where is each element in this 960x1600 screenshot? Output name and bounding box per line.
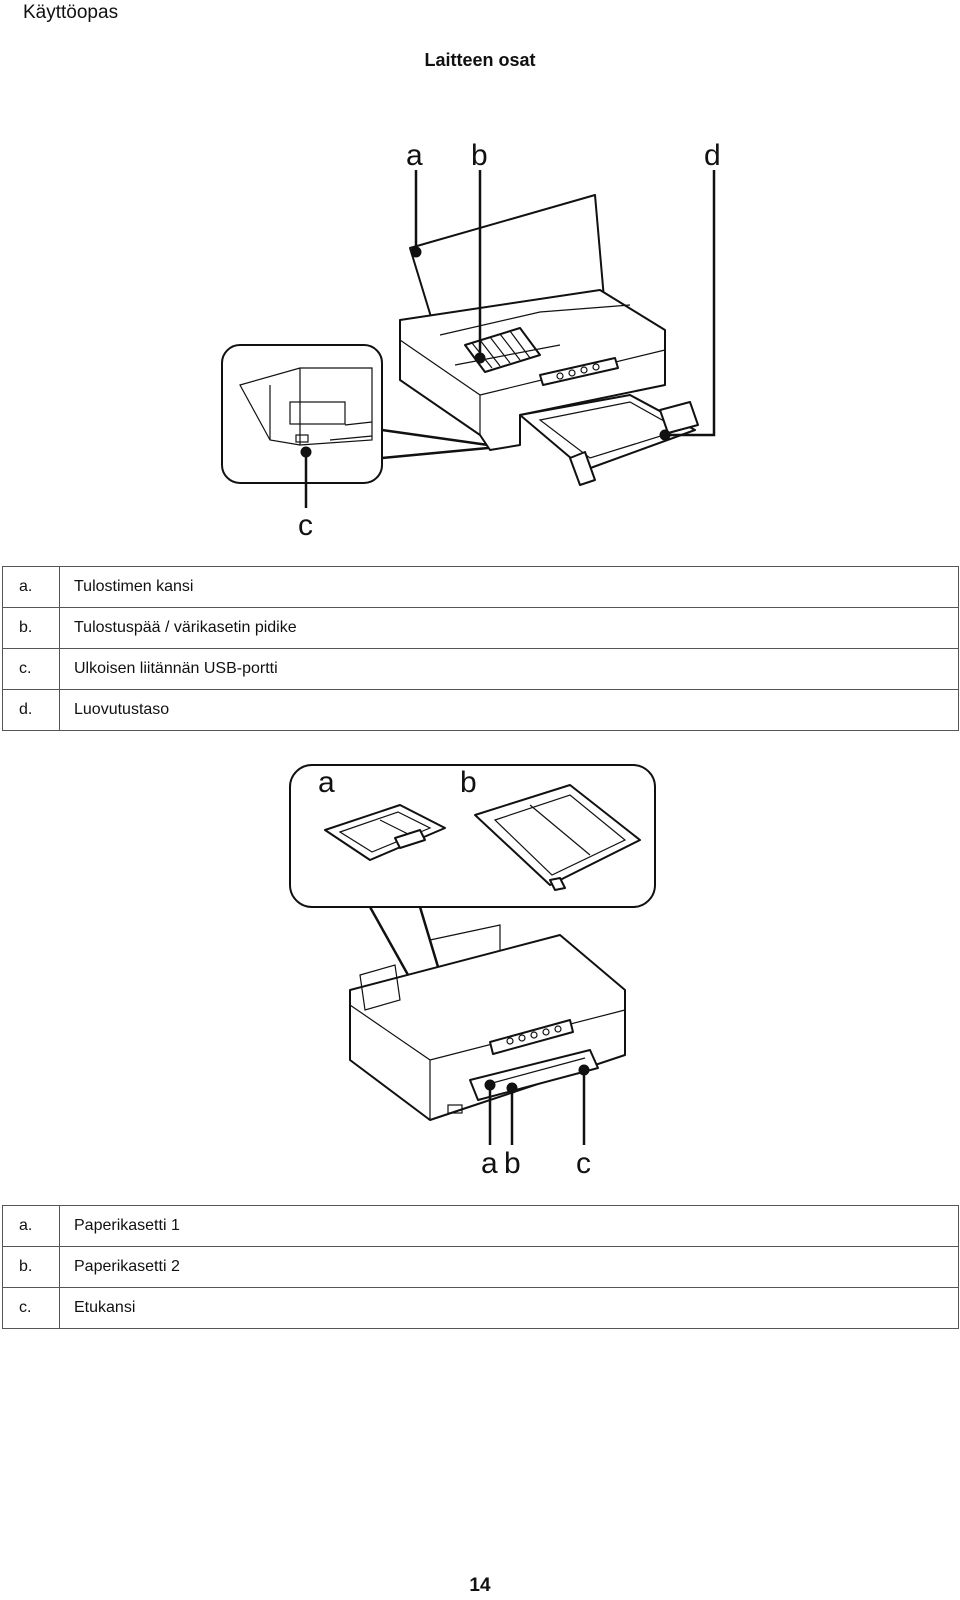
legend-text: Ulkoisen liitännän USB-portti xyxy=(59,648,959,690)
legend-text: Paperikasetti 2 xyxy=(59,1246,959,1288)
section-title: Laitteen osat xyxy=(424,50,536,70)
legend-key: d. xyxy=(2,689,60,731)
printer-body xyxy=(399,289,666,451)
front-cover-illustration xyxy=(469,1049,599,1101)
leader-d xyxy=(665,170,716,437)
legend-key: a. xyxy=(2,1205,60,1247)
legend-text: Luovutustaso xyxy=(59,689,959,731)
callout-b: b xyxy=(471,139,488,172)
legend-key: c. xyxy=(2,1287,60,1329)
usb-inset-frame xyxy=(221,344,383,484)
table-row: b. Paperikasetti 2 xyxy=(2,1246,959,1288)
legend-text: Etukansi xyxy=(59,1287,959,1329)
cassette-2-illustration xyxy=(474,784,641,886)
legend-text: Paperikasetti 1 xyxy=(59,1205,959,1247)
document-title: Käyttöopas xyxy=(23,2,119,23)
legend-text: Tulostuspää / värikasetin pidike xyxy=(59,607,959,649)
printer-parts-figure: a b c d xyxy=(0,140,960,550)
paper-cassette-figure: a b a b c xyxy=(0,760,960,1190)
cassette-1-illustration xyxy=(324,804,446,861)
legend-key: a. xyxy=(2,566,60,608)
parts-legend-table-1: a. Tulostimen kansi b. Tulostuspää / vär… xyxy=(2,566,959,731)
callout-b-2: b xyxy=(504,1147,521,1180)
legend-key: b. xyxy=(2,607,60,649)
callout-c: c xyxy=(298,509,313,542)
table-row: c. Ulkoisen liitännän USB-portti xyxy=(2,648,959,690)
callout-d: d xyxy=(704,139,721,172)
inset-callout-b: b xyxy=(460,766,477,799)
legend-key: b. xyxy=(2,1246,60,1288)
table-row: d. Luovutustaso xyxy=(2,689,959,731)
printer-open-illustration xyxy=(221,170,716,508)
legend-key: c. xyxy=(2,648,60,690)
callout-a-2: a xyxy=(481,1147,498,1180)
callout-c-2: c xyxy=(576,1147,591,1180)
page-number: 14 xyxy=(469,1575,491,1596)
table-row: a. Paperikasetti 1 xyxy=(2,1205,959,1247)
inset-callout-a: a xyxy=(318,766,335,799)
legend-text: Tulostimen kansi xyxy=(59,566,959,608)
table-row: c. Etukansi xyxy=(2,1287,959,1329)
table-row: b. Tulostuspää / värikasetin pidike xyxy=(2,607,959,649)
parts-legend-table-2: a. Paperikasetti 1 b. Paperikasetti 2 c.… xyxy=(2,1205,959,1329)
printer-cassette-illustration xyxy=(289,764,656,1145)
callout-a: a xyxy=(406,139,423,172)
table-row: a. Tulostimen kansi xyxy=(2,566,959,608)
